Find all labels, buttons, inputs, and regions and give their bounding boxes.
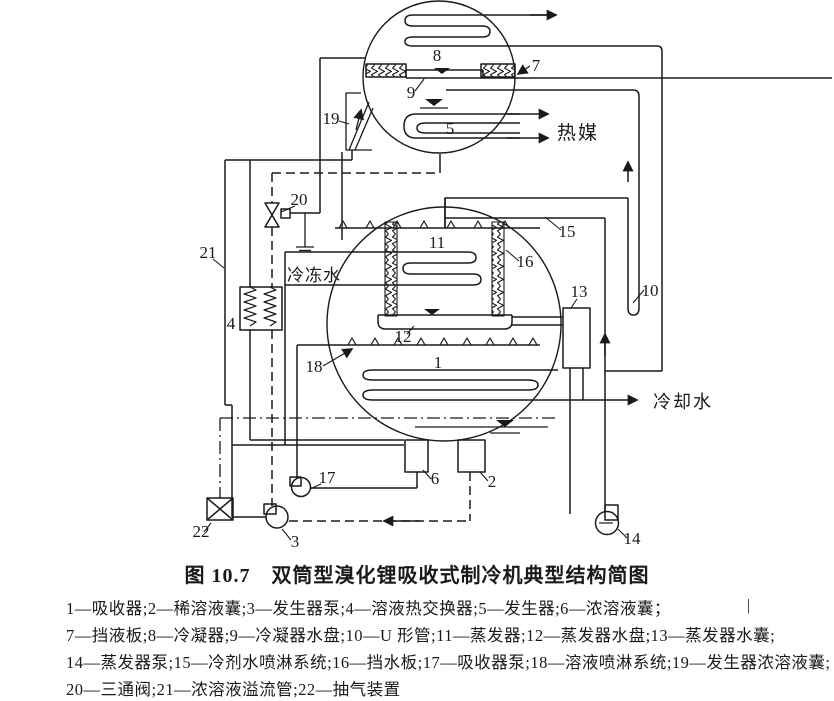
label-8: 8 xyxy=(433,46,442,65)
dilute-solution-bag xyxy=(457,439,486,473)
legend-line-4: 20—三通阀;21—浓溶液溢流管;22—抽气装置 xyxy=(66,680,401,699)
label-5: 5 xyxy=(446,119,455,138)
label-16: 16 xyxy=(517,252,534,271)
figure-caption: 图 10.7 双筒型溴化锂吸收式制冷机典型结构简图 xyxy=(184,565,650,587)
exchanger-coil-right xyxy=(263,286,277,327)
label-4: 4 xyxy=(227,314,236,333)
label-20: 20 xyxy=(291,190,308,209)
lower-drum-shell xyxy=(326,206,562,442)
dilute-solution-line xyxy=(271,172,471,522)
drop-baffle-left xyxy=(365,63,407,78)
legend-line-2: 7—挡液板;8—冷凝器;9—冷凝器水盘;10—U 形管;11—蒸发器;12—蒸发… xyxy=(66,626,776,645)
generator-coil-inner xyxy=(416,122,520,134)
solution-spray-nozzles xyxy=(347,337,538,346)
absorber-coil xyxy=(362,369,558,401)
u-tube xyxy=(446,89,640,316)
leader-lines xyxy=(203,64,645,541)
label-7: 7 xyxy=(532,56,541,75)
level-mark-absorber xyxy=(415,420,548,434)
label-17: 17 xyxy=(319,468,337,487)
label-3: 3 xyxy=(291,532,300,551)
exchanger-coil-left xyxy=(243,286,257,327)
chilled-water-coil xyxy=(293,251,482,286)
solution-heat-exchanger xyxy=(239,286,283,331)
label-22: 22 xyxy=(193,522,210,541)
label-9: 9 xyxy=(407,83,416,102)
label-18: 18 xyxy=(306,357,323,376)
legend-line-3: 14—蒸发器泵;15—冷剂水喷淋系统;16—挡水板;17—吸收器泵;18—溶液喷… xyxy=(66,653,831,672)
part-number-labels: 1 2 3 4 5 6 7 8 9 10 11 12 13 14 15 16 1… xyxy=(193,46,659,551)
label-11: 11 xyxy=(429,233,445,252)
label-1: 1 xyxy=(434,353,443,372)
drop-baffle-right xyxy=(480,63,516,78)
refrigeration-schematic: 1 2 3 4 5 6 7 8 9 10 11 12 13 14 15 16 1… xyxy=(193,0,832,551)
generator-pump xyxy=(263,503,289,529)
condenser-coil xyxy=(404,14,663,371)
condensate-to-spray xyxy=(444,197,628,228)
label-15: 15 xyxy=(559,222,576,241)
purge-unit xyxy=(206,497,234,521)
water-baffle-right xyxy=(491,221,505,317)
purge-line xyxy=(219,417,555,498)
label-19: 19 xyxy=(323,109,340,128)
label-6: 6 xyxy=(431,469,440,488)
cooling-water-label: 冷却水 xyxy=(653,392,713,412)
absorber-pump xyxy=(289,476,312,498)
label-21: 21 xyxy=(200,243,217,262)
heat-medium-label: 热媒 xyxy=(557,122,599,144)
level-mark-tray12 xyxy=(424,309,440,315)
evap-spray-nozzles xyxy=(338,220,510,229)
label-14: 14 xyxy=(624,529,642,548)
evap-water-bag xyxy=(562,307,591,369)
label-2: 2 xyxy=(488,472,497,491)
label-10: 10 xyxy=(642,281,659,300)
water-baffle-left xyxy=(384,221,398,317)
generator-coil-outer xyxy=(403,113,520,139)
label-12: 12 xyxy=(395,327,412,346)
flange-connection xyxy=(296,213,314,252)
chilled-water-label: 冷冻水 xyxy=(287,266,341,285)
label-13: 13 xyxy=(571,282,588,301)
evap-water-tray xyxy=(377,315,513,330)
strong-solution-bag xyxy=(404,439,429,473)
generator-strong-solution-bag xyxy=(345,92,374,151)
legend-line-1: 1—吸收器;2—稀溶液囊;3—发生器泵;4—溶液热交换器;5—发生器;6—浓溶液… xyxy=(66,599,671,618)
level-mark-tray9 xyxy=(434,68,450,74)
level-mark-generator xyxy=(420,99,448,109)
print-artifact-mark: | xyxy=(747,597,751,614)
evaporator-pump xyxy=(594,504,620,536)
